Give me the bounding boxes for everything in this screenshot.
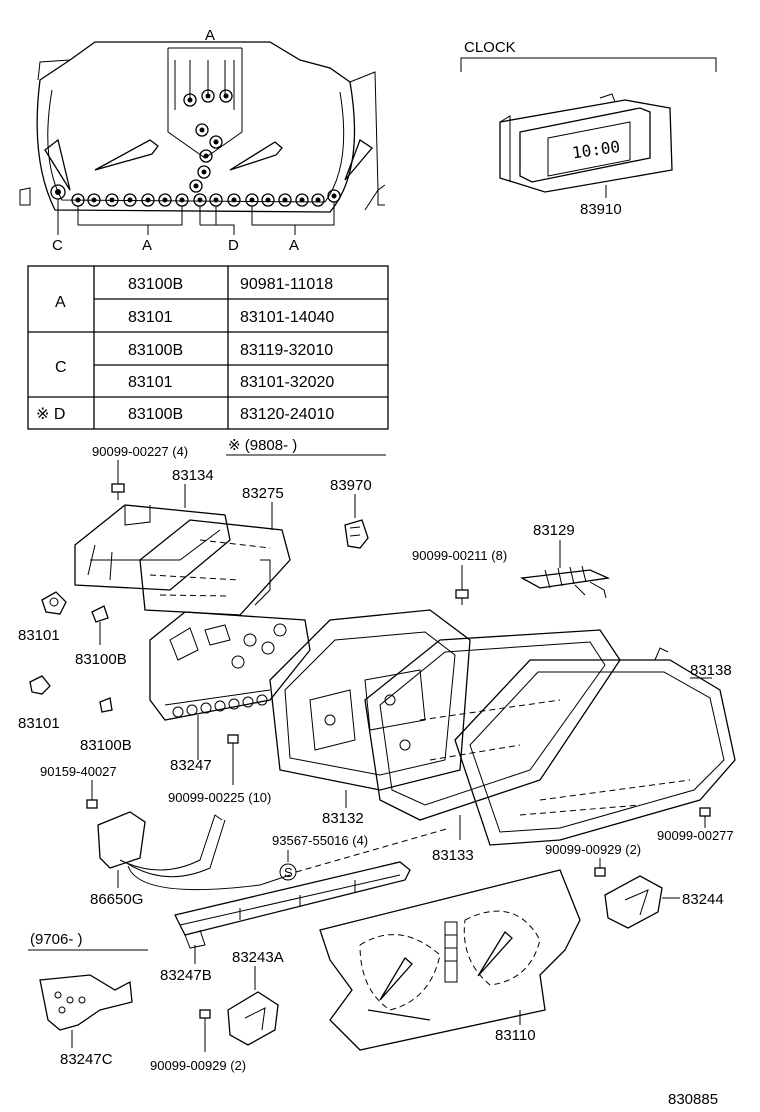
part-83247B: 83247B — [160, 967, 212, 984]
part-83134: 83134 — [172, 467, 214, 484]
part-83247C: 83247C — [60, 1051, 113, 1068]
part-93567-55016: 93567-55016 (4) — [272, 833, 368, 848]
label-bottom-a2: A — [289, 237, 299, 254]
part-83100B-b: 83100B — [80, 737, 132, 754]
label-bottom-d: D — [228, 237, 239, 254]
screw-mark-s: S — [284, 865, 293, 880]
label-bottom-a1: A — [142, 237, 152, 254]
part-90099-00277: 90099-00277 — [657, 828, 734, 843]
part-86650G: 86650G — [90, 891, 143, 908]
clock-title: CLOCK — [464, 39, 516, 56]
note-9706: (9706- ) — [30, 931, 83, 948]
part-83132: 83132 — [322, 810, 364, 827]
table-part-4: 83100B — [128, 406, 183, 423]
part-90099-00225: 90099-00225 (10) — [168, 790, 271, 805]
part-83129: 83129 — [533, 522, 575, 539]
table-number-4: 83120-24010 — [240, 406, 334, 423]
part-90159-40027: 90159-40027 — [40, 764, 117, 779]
part-83910: 83910 — [580, 201, 622, 218]
part-83970: 83970 — [330, 477, 372, 494]
part-83100B-a: 83100B — [75, 651, 127, 668]
table-number-3: 83101-32020 — [240, 374, 334, 391]
table-group-c: C — [55, 359, 67, 376]
part-83110: 83110 — [495, 1027, 536, 1044]
exploded-view: 90099-00227 (4) 83134 83275 83970 83129 … — [18, 444, 736, 1108]
part-90099-00227: 90099-00227 (4) — [92, 444, 188, 459]
table-number-0: 90981-11018 — [240, 276, 333, 293]
part-83247: 83247 — [170, 757, 212, 774]
part-90099-00211: 90099-00211 (8) — [412, 548, 507, 563]
table-number-1: 83101-14040 — [240, 309, 334, 326]
part-83244: 83244 — [682, 891, 724, 908]
label-top-a: A — [205, 27, 215, 44]
part-83101-b: 83101 — [18, 715, 60, 732]
socket-row-top — [183, 89, 233, 193]
table-group-d: ※ D — [36, 406, 65, 423]
part-90099-00929-a: 90099-00929 (2) — [545, 842, 641, 857]
table-part-0: 83100B — [128, 276, 183, 293]
part-83243A: 83243A — [232, 949, 284, 966]
diagram-id: 830885 — [668, 1091, 718, 1108]
part-83275: 83275 — [242, 485, 284, 502]
part-83101-a: 83101 — [18, 627, 60, 644]
clock-display: 10:00 — [571, 137, 621, 163]
part-90099-00929-b: 90099-00929 (2) — [150, 1058, 246, 1073]
table-part-1: 83101 — [128, 309, 173, 326]
table-part-3: 83101 — [128, 374, 173, 391]
cluster-bulb-map: A C A D A — [19, 27, 386, 254]
table-note: ※ (9808- ) — [228, 437, 297, 454]
table-number-2: 83119-32010 — [240, 342, 333, 359]
part-table: A C ※ D 83100B 90981-11018 83101 83101-1… — [27, 265, 389, 456]
part-83133: 83133 — [432, 847, 474, 864]
part-83138: 83138 — [690, 662, 732, 679]
table-group-a: A — [55, 294, 66, 311]
label-bottom-c: C — [52, 237, 63, 254]
clock-assembly: CLOCK 10:00 83910 — [460, 39, 717, 218]
table-part-2: 83100B — [128, 342, 183, 359]
